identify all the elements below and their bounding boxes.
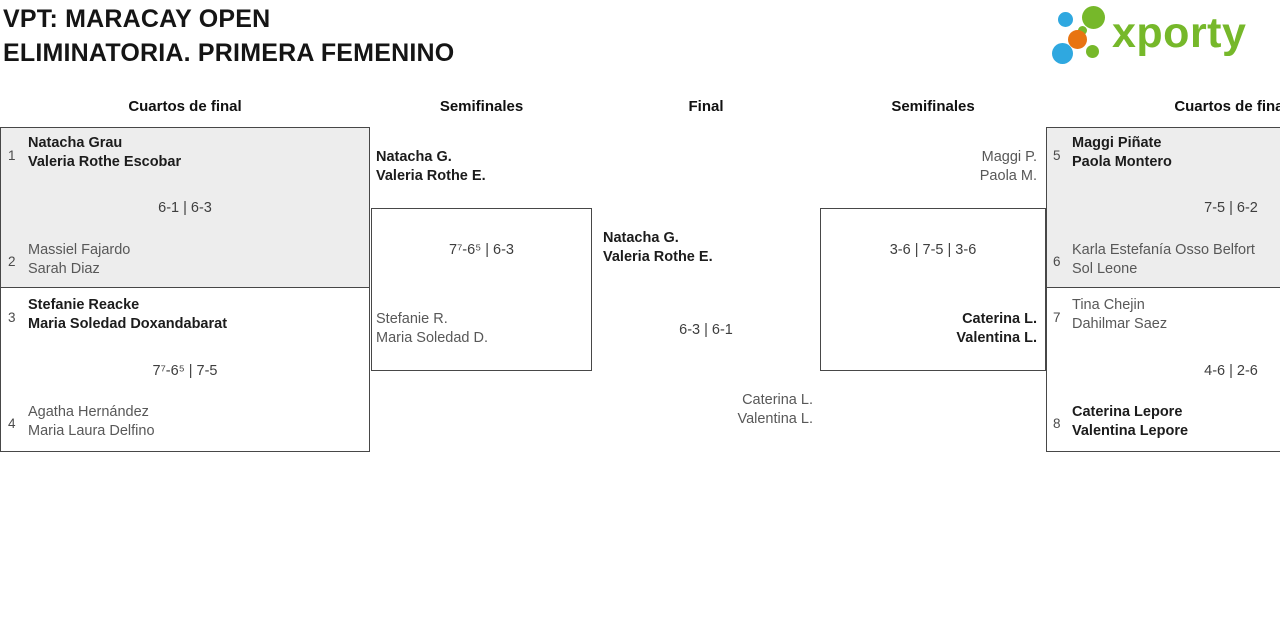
- seed-number: 3: [8, 310, 16, 325]
- player-name: Valentina L.: [956, 330, 1037, 346]
- player-name: Natacha Grau: [28, 135, 123, 151]
- logo-wordmark: xporty: [1112, 9, 1247, 57]
- seed-number: 5: [1053, 148, 1061, 163]
- player-name: Massiel Fajardo: [28, 242, 131, 258]
- team-entry[interactable]: Tina Chejin Dahilmar Saez: [1072, 296, 1167, 334]
- team-entry[interactable]: Natacha G. Valeria Rothe E.: [376, 148, 486, 186]
- seed-number: 8: [1053, 416, 1061, 431]
- team-entry[interactable]: Stefanie Reacke Maria Soledad Doxandabar…: [28, 296, 227, 334]
- round-header-left-semis: Semifinales: [439, 98, 524, 115]
- seed-number: 1: [8, 148, 16, 163]
- match-score: 7⁷-6⁵ | 7-5: [152, 363, 218, 379]
- player-name: Maggi Piñate: [1072, 135, 1162, 151]
- team-entry[interactable]: Agatha Hernández Maria Laura Delfino: [28, 403, 155, 441]
- seed-number: 4: [8, 416, 16, 431]
- team-entry[interactable]: Caterina L. Valentina L.: [820, 310, 1037, 348]
- seed-number: 6: [1053, 254, 1061, 269]
- match-score: 4-6 | 2-6: [1204, 363, 1258, 379]
- match-box-qf-left-bottom: [0, 287, 370, 452]
- team-entry[interactable]: Stefanie R. Maria Soledad D.: [376, 310, 488, 348]
- match-box-sf-left: [371, 208, 592, 371]
- team-entry[interactable]: Maggi Piñate Paola Montero: [1072, 134, 1172, 172]
- player-name: Valeria Rothe Escobar: [28, 154, 182, 170]
- team-entry[interactable]: Maggi P. Paola M.: [820, 148, 1037, 186]
- player-name: Stefanie R.: [376, 311, 448, 327]
- team-entry[interactable]: Massiel Fajardo Sarah Diaz: [28, 241, 130, 279]
- match-score: 7⁷-6⁵ | 6-3: [449, 242, 514, 258]
- player-name: Maria Soledad Doxandabarat: [28, 316, 228, 332]
- player-name: Sol Leone: [1072, 261, 1138, 277]
- team-entry[interactable]: Natacha G. Valeria Rothe E.: [603, 229, 713, 267]
- player-name: Natacha G.: [376, 149, 452, 165]
- player-name: Caterina Lepore: [1072, 404, 1183, 420]
- round-header-final: Final: [688, 98, 724, 115]
- logo-dot-orange: [1068, 30, 1087, 49]
- match-score: 6-3 | 6-1: [679, 322, 733, 338]
- player-name: Natacha G.: [603, 230, 679, 246]
- logo-dot-blue-large: [1052, 43, 1073, 64]
- match-box-qf-left-top: [0, 127, 370, 288]
- logo-dot-green-small: [1086, 45, 1099, 58]
- team-entry[interactable]: Caterina Lepore Valentina Lepore: [1072, 403, 1188, 441]
- round-header-right-semis: Semifinales: [891, 98, 975, 115]
- player-name: Stefanie Reacke: [28, 297, 140, 313]
- match-box-sf-right: [820, 208, 1046, 371]
- tournament-name: VPT: MARACAY OPEN: [3, 5, 271, 33]
- logo-dot-green-large: [1082, 6, 1105, 29]
- match-score: 3-6 | 7-5 | 3-6: [889, 242, 977, 258]
- page-title: VPT: MARACAY OPEN ELIMINATORIA. PRIMERA …: [3, 2, 454, 70]
- player-name: Tina Chejin: [1072, 297, 1145, 313]
- player-name: Valentina Lepore: [1072, 423, 1189, 439]
- player-name: Agatha Hernández: [28, 404, 149, 420]
- match-score: 6-1 | 6-3: [158, 200, 212, 216]
- player-name: Paola M.: [979, 168, 1037, 184]
- match-box-qf-right-top: [1046, 127, 1280, 288]
- player-name: Maggi P.: [981, 149, 1037, 165]
- match-box-qf-right-bottom: [1046, 287, 1280, 452]
- round-header-right-quarters: Cuartos de final: [1174, 98, 1280, 115]
- match-score: 7-5 | 6-2: [1204, 200, 1258, 216]
- player-name: Caterina L.: [962, 311, 1037, 327]
- player-name: Sarah Diaz: [28, 261, 100, 277]
- draw-name: ELIMINATORIA. PRIMERA FEMENINO: [3, 39, 455, 67]
- seed-number: 2: [8, 254, 16, 269]
- player-name: Paola Montero: [1072, 154, 1172, 170]
- player-name: Caterina L.: [742, 392, 813, 408]
- player-name: Maria Soledad D.: [376, 330, 489, 346]
- round-header-left-quarters: Cuartos de final: [128, 98, 242, 115]
- player-name: Valentina L.: [737, 411, 813, 427]
- logo-dot-blue-small: [1058, 12, 1073, 27]
- seed-number: 7: [1053, 310, 1061, 325]
- player-name: Dahilmar Saez: [1072, 316, 1168, 332]
- player-name: Maria Laura Delfino: [28, 423, 155, 439]
- player-name: Karla Estefanía Osso Belfort: [1072, 242, 1255, 258]
- team-entry[interactable]: Natacha Grau Valeria Rothe Escobar: [28, 134, 181, 172]
- player-name: Valeria Rothe E.: [376, 168, 486, 184]
- team-entry[interactable]: Caterina L. Valentina L.: [592, 391, 813, 429]
- player-name: Valeria Rothe E.: [603, 249, 713, 265]
- team-entry[interactable]: Karla Estefanía Osso Belfort Sol Leone: [1072, 241, 1255, 279]
